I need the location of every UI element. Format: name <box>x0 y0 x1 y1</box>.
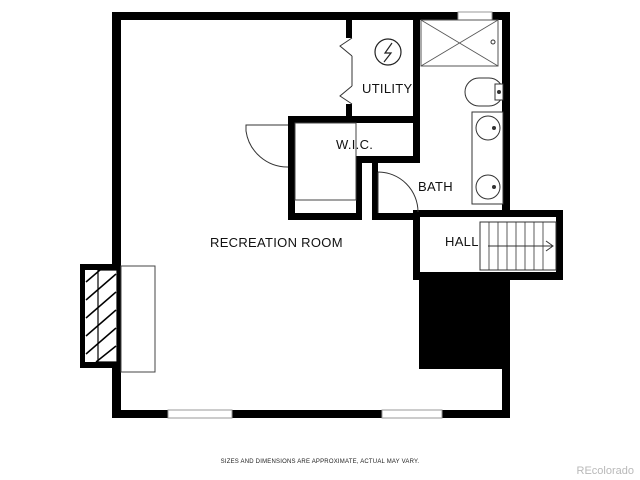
windows <box>167 11 493 419</box>
toilet-icon <box>464 77 504 107</box>
room-label-bath: BATH <box>418 179 453 194</box>
room-label-utility: UTILITY <box>362 81 413 96</box>
disclaimer-text: SIZES AND DIMENSIONS ARE APPROXIMATE, AC… <box>220 459 420 465</box>
water-heater-icon <box>374 38 402 66</box>
vanity <box>471 111 504 205</box>
sink-icon <box>475 115 501 141</box>
stairs-arrow-icon <box>488 240 554 252</box>
room-label-hall: HALL <box>445 234 479 249</box>
wic-shelf <box>294 122 357 201</box>
brand-watermark: REcolorado <box>576 465 634 477</box>
fireplace-icon <box>80 264 156 373</box>
shower-icon <box>420 19 499 67</box>
sink-icon <box>475 174 501 200</box>
stairs <box>479 221 557 271</box>
room-label-recreation: RECREATION ROOM <box>210 235 343 250</box>
room-label-wic: W.I.C. <box>336 137 374 152</box>
stair-well <box>419 279 509 369</box>
door-swings <box>245 37 419 213</box>
interior-walls <box>288 12 563 280</box>
